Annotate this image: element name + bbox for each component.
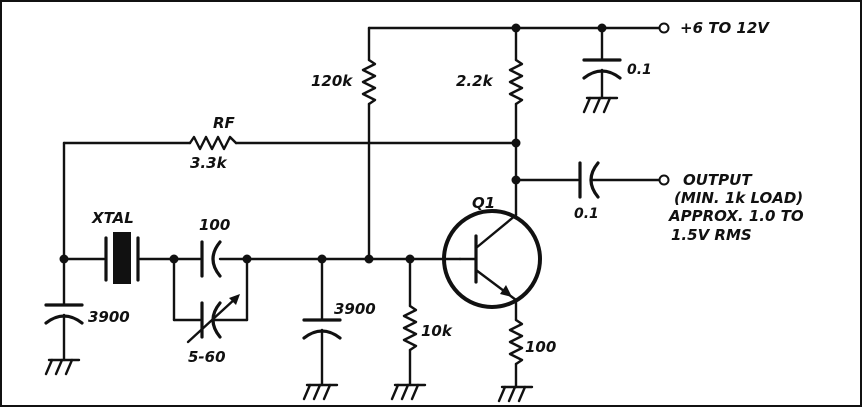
ground-icon bbox=[390, 383, 427, 401]
crystal-xtal bbox=[104, 232, 140, 284]
resistor-10k-label: 10k bbox=[421, 322, 453, 340]
transistor-q1 bbox=[408, 209, 542, 322]
supply-terminal bbox=[658, 22, 670, 34]
capacitor-output-label: 0.1 bbox=[574, 206, 599, 222]
ground-icon bbox=[44, 358, 81, 376]
capacitor-series-100 bbox=[200, 240, 222, 278]
resistor-rf-value: 3.3k bbox=[190, 154, 228, 172]
resistor-emitter-label: 100 bbox=[525, 338, 556, 356]
resistor-2-2k bbox=[508, 26, 524, 217]
capacitor-trimmer-label: 5-60 bbox=[188, 348, 226, 366]
capacitor-mid-shunt bbox=[302, 257, 342, 387]
ground-icon bbox=[302, 383, 339, 401]
resistor-120k bbox=[361, 58, 377, 262]
supply-rail bbox=[367, 22, 670, 62]
output-label-line4: 1.5V RMS bbox=[671, 226, 752, 244]
capacitor-left-shunt bbox=[44, 257, 84, 362]
resistor-2-2k-label: 2.2k bbox=[456, 72, 494, 90]
capacitor-left-shunt-label: 3900 bbox=[88, 308, 130, 326]
ground-icon bbox=[497, 385, 534, 403]
resistor-emitter-100 bbox=[508, 318, 524, 389]
output-label-line3: APPROX. 1.0 TO bbox=[668, 207, 804, 225]
ground-icon bbox=[582, 96, 619, 114]
resistor-rf bbox=[62, 135, 521, 260]
crystal-label: XTAL bbox=[91, 209, 134, 227]
output-label-line1: OUTPUT bbox=[683, 171, 753, 189]
capacitor-trimmer bbox=[172, 257, 249, 344]
output-terminal bbox=[658, 174, 670, 186]
supply-label: +6 TO 12V bbox=[680, 19, 770, 37]
capacitor-mid-shunt-label: 3900 bbox=[334, 300, 376, 318]
capacitor-supply-bypass bbox=[582, 26, 622, 100]
base-line bbox=[59, 254, 415, 264]
resistor-10k bbox=[402, 257, 418, 387]
capacitor-series-label: 100 bbox=[199, 216, 230, 234]
resistor-rf-name: RF bbox=[213, 114, 236, 132]
capacitor-supply-bypass-label: 0.1 bbox=[627, 62, 652, 78]
output-label-line2: (MIN. 1k LOAD) bbox=[674, 189, 803, 207]
resistor-120k-label: 120k bbox=[311, 72, 353, 90]
transistor-q1-label: Q1 bbox=[472, 194, 495, 212]
capacitor-output bbox=[511, 161, 670, 199]
